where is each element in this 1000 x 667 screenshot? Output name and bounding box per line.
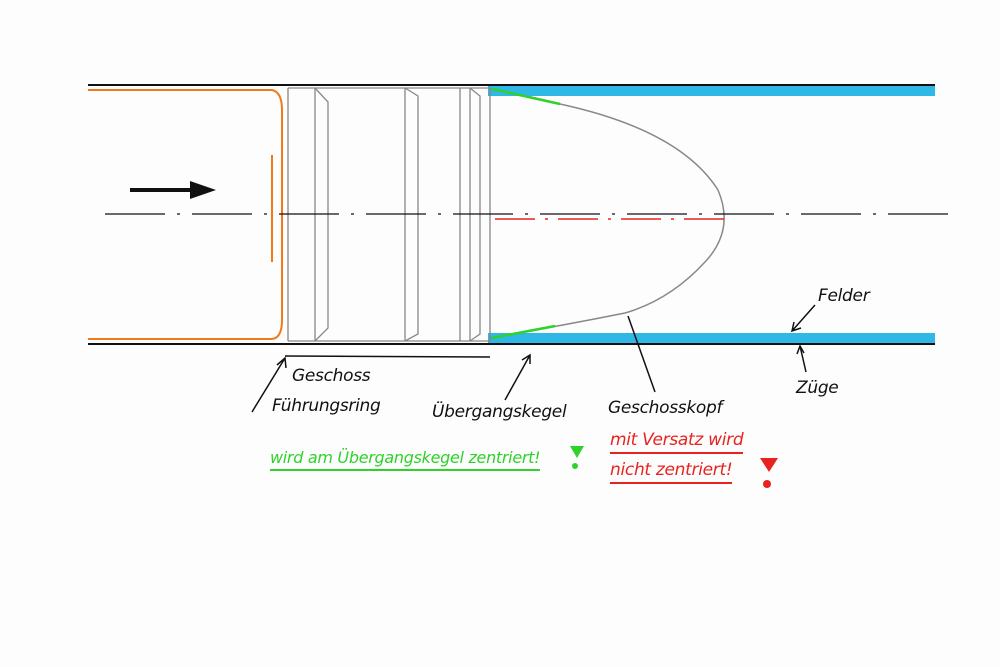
label-felder: Felder bbox=[818, 286, 870, 306]
transition-cone-bottom bbox=[491, 324, 556, 340]
note-centered: wird am Übergangskegel zentriert! bbox=[270, 448, 541, 471]
uebergangskegel-arrow bbox=[504, 353, 531, 401]
label-zuege: Züge bbox=[796, 378, 839, 398]
fuehrungsring-arrow bbox=[251, 356, 287, 413]
label-geschosskopf: Geschosskopf bbox=[608, 398, 723, 418]
cartridge-case bbox=[88, 89, 283, 340]
red-exclamation-icon bbox=[760, 458, 778, 488]
direction-arrow-icon bbox=[130, 181, 216, 199]
transition-cone-top bbox=[491, 87, 561, 106]
barrel-field-bottom bbox=[488, 333, 935, 343]
label-uebergangskegel: Übergangskegel bbox=[432, 402, 567, 422]
zuege-arrow bbox=[796, 344, 807, 373]
felder-arrow bbox=[790, 304, 816, 333]
fuehrungsring-underline bbox=[284, 355, 491, 358]
green-exclamation-icon bbox=[570, 446, 584, 469]
note-offset-line2: nicht zentriert! bbox=[610, 460, 733, 484]
label-geschoss: Geschoss bbox=[292, 366, 371, 386]
note-offset-line1: mit Versatz wird bbox=[610, 430, 744, 454]
barrel-field-top bbox=[488, 86, 935, 96]
geschosskopf-pointer bbox=[627, 315, 656, 393]
label-fuehrungsring: Führungsring bbox=[272, 396, 381, 416]
